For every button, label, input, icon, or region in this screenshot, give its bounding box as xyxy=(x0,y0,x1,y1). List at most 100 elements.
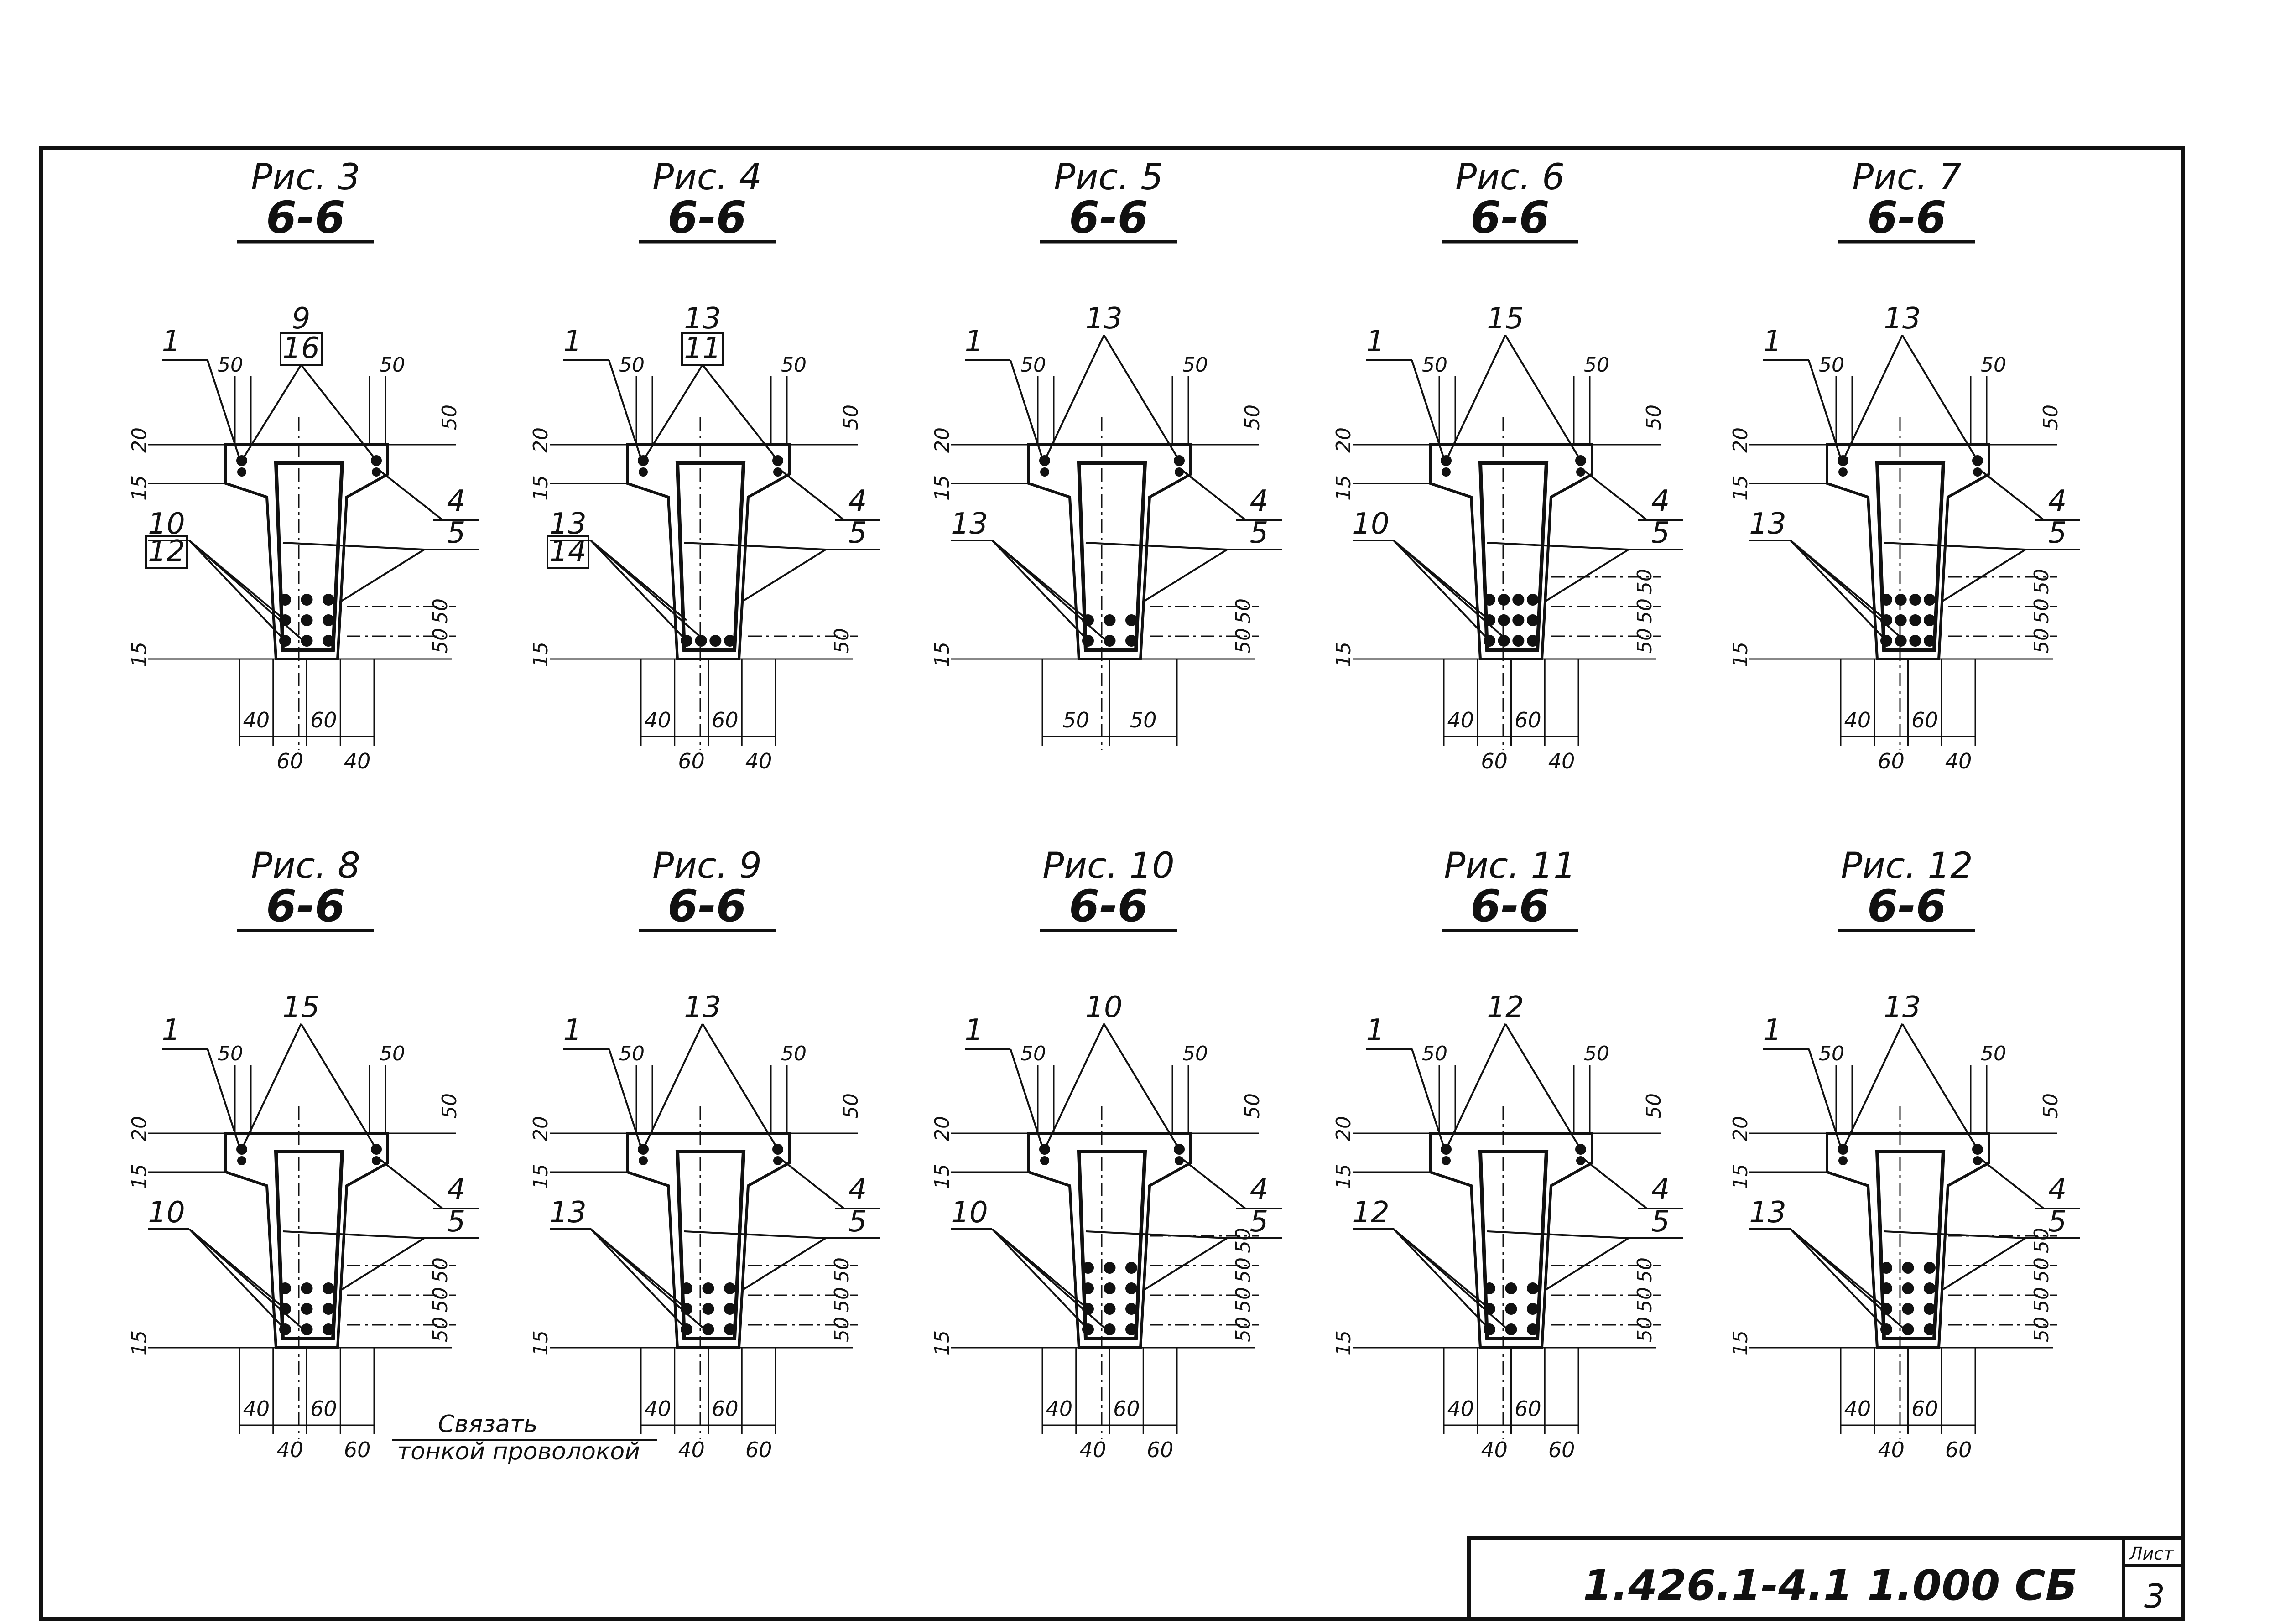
bottom-rebar xyxy=(1880,1282,1892,1294)
dim-text: 50 xyxy=(1232,1287,1255,1313)
dim-text: 50 xyxy=(1633,569,1656,594)
mark-top: 13 xyxy=(1884,991,1921,1024)
mark-bottom: 13 xyxy=(1749,507,1786,541)
mark-1: 1 xyxy=(563,1013,582,1047)
bottom-rebar xyxy=(279,1282,291,1294)
mark-4: 4 xyxy=(447,1173,466,1207)
bottom-rebar xyxy=(1505,1303,1517,1315)
section-outline xyxy=(1027,443,1192,660)
leader xyxy=(991,1228,1089,1330)
dim-text: 15 xyxy=(931,1330,954,1356)
dim-text: 50 xyxy=(2039,1093,2062,1119)
leader xyxy=(1884,542,2026,550)
mark-top: 11 xyxy=(684,332,721,365)
dim-text: 50 xyxy=(1819,1042,1844,1065)
section-outline xyxy=(1826,443,1990,660)
dim-text: 50 xyxy=(1241,1093,1264,1119)
bottom-rebar xyxy=(1484,594,1495,606)
section-label: 6-6 xyxy=(266,881,345,932)
dim-text: 50 xyxy=(1642,1093,1666,1119)
leader xyxy=(241,364,302,462)
mark-top: 9 xyxy=(292,302,311,336)
dim-text: 15 xyxy=(1729,1164,1752,1189)
flange-rebar xyxy=(1973,1156,1982,1165)
dim-text: 20 xyxy=(1729,427,1752,453)
leader xyxy=(1901,1023,1978,1150)
dim-text: 50 xyxy=(429,1287,452,1313)
figure-title: Рис. 11 xyxy=(1444,846,1576,887)
dim-text: 50 xyxy=(619,1042,645,1065)
dim-text: 15 xyxy=(931,642,954,667)
leader xyxy=(1487,1230,1629,1239)
bottom-rebar xyxy=(1498,635,1510,647)
dim-text: 40 xyxy=(1844,1396,1871,1421)
dim-text: 50 xyxy=(781,1042,807,1065)
leader xyxy=(991,540,1107,642)
dim-text: 15 xyxy=(931,475,954,501)
flange-rebar xyxy=(773,467,782,477)
leader xyxy=(1010,360,1043,459)
dim-text: 20 xyxy=(128,1116,151,1141)
bottom-rebar xyxy=(1924,614,1936,626)
mark-bottom: 13 xyxy=(951,507,988,541)
mark-top: 13 xyxy=(1085,302,1122,336)
dim-text: 60 xyxy=(1911,1396,1938,1421)
mark-4: 4 xyxy=(1250,1173,1269,1207)
leader xyxy=(1181,469,1246,521)
mark-top: 15 xyxy=(1487,302,1524,336)
dim-text: 15 xyxy=(128,1330,151,1356)
leader xyxy=(1044,335,1105,461)
leader xyxy=(1543,549,1629,603)
dim-text: 60 xyxy=(1878,749,1905,773)
dim-text: 15 xyxy=(1332,1330,1355,1356)
section-label: 6-6 xyxy=(1470,881,1549,932)
dim-text: 40 xyxy=(1447,1396,1474,1421)
figure-title: Рис. 4 xyxy=(652,157,762,198)
dim-text: 20 xyxy=(128,427,151,453)
dim-text: 20 xyxy=(931,427,954,453)
bottom-rebar xyxy=(1125,614,1137,626)
bottom-rebar xyxy=(301,1323,313,1335)
dim-text: 15 xyxy=(1332,475,1355,501)
mark-5: 5 xyxy=(2048,516,2067,550)
dim-text: 50 xyxy=(781,353,807,377)
dim-text: 40 xyxy=(1945,749,1972,773)
stirrup xyxy=(274,461,344,652)
leader xyxy=(1543,1237,1629,1292)
dim-text: 40 xyxy=(276,1437,303,1462)
leader xyxy=(241,1023,302,1150)
bottom-rebar xyxy=(1924,1303,1936,1315)
dim-text: 40 xyxy=(745,749,772,773)
figure-title: Рис. 8 xyxy=(251,846,360,887)
dim-text: 50 xyxy=(1182,1042,1208,1065)
leader xyxy=(1790,540,1887,642)
bottom-rebar xyxy=(1924,635,1936,647)
mark-4: 4 xyxy=(1651,1173,1670,1207)
leader xyxy=(1445,1023,1506,1150)
dim-text: 20 xyxy=(1729,1116,1752,1141)
figure-title: Рис. 10 xyxy=(1042,846,1174,887)
bottom-rebar xyxy=(702,1323,714,1335)
section-label: 6-6 xyxy=(1069,192,1148,243)
dim-text: 40 xyxy=(1447,708,1474,732)
section-label: 6-6 xyxy=(1069,881,1148,932)
bottom-rebar xyxy=(1895,594,1907,606)
dim-text: 50 xyxy=(1130,708,1157,732)
dim-text: 50 xyxy=(1182,353,1208,377)
dim-text: 50 xyxy=(1232,1257,1255,1283)
mark-5: 5 xyxy=(447,1205,466,1239)
dim-text: 20 xyxy=(1332,427,1355,453)
mark-4: 4 xyxy=(1250,484,1269,518)
stirrup xyxy=(1875,1150,1946,1340)
stirrup xyxy=(1077,1150,1147,1340)
dim-text: 50 xyxy=(2030,1257,2053,1283)
mark-5: 5 xyxy=(848,516,867,550)
dim-text: 50 xyxy=(429,1317,452,1342)
section-label: 6-6 xyxy=(1867,881,1946,932)
dim-text: 40 xyxy=(645,708,672,732)
bottom-rebar xyxy=(1527,594,1539,606)
dim-text: 40 xyxy=(243,708,270,732)
